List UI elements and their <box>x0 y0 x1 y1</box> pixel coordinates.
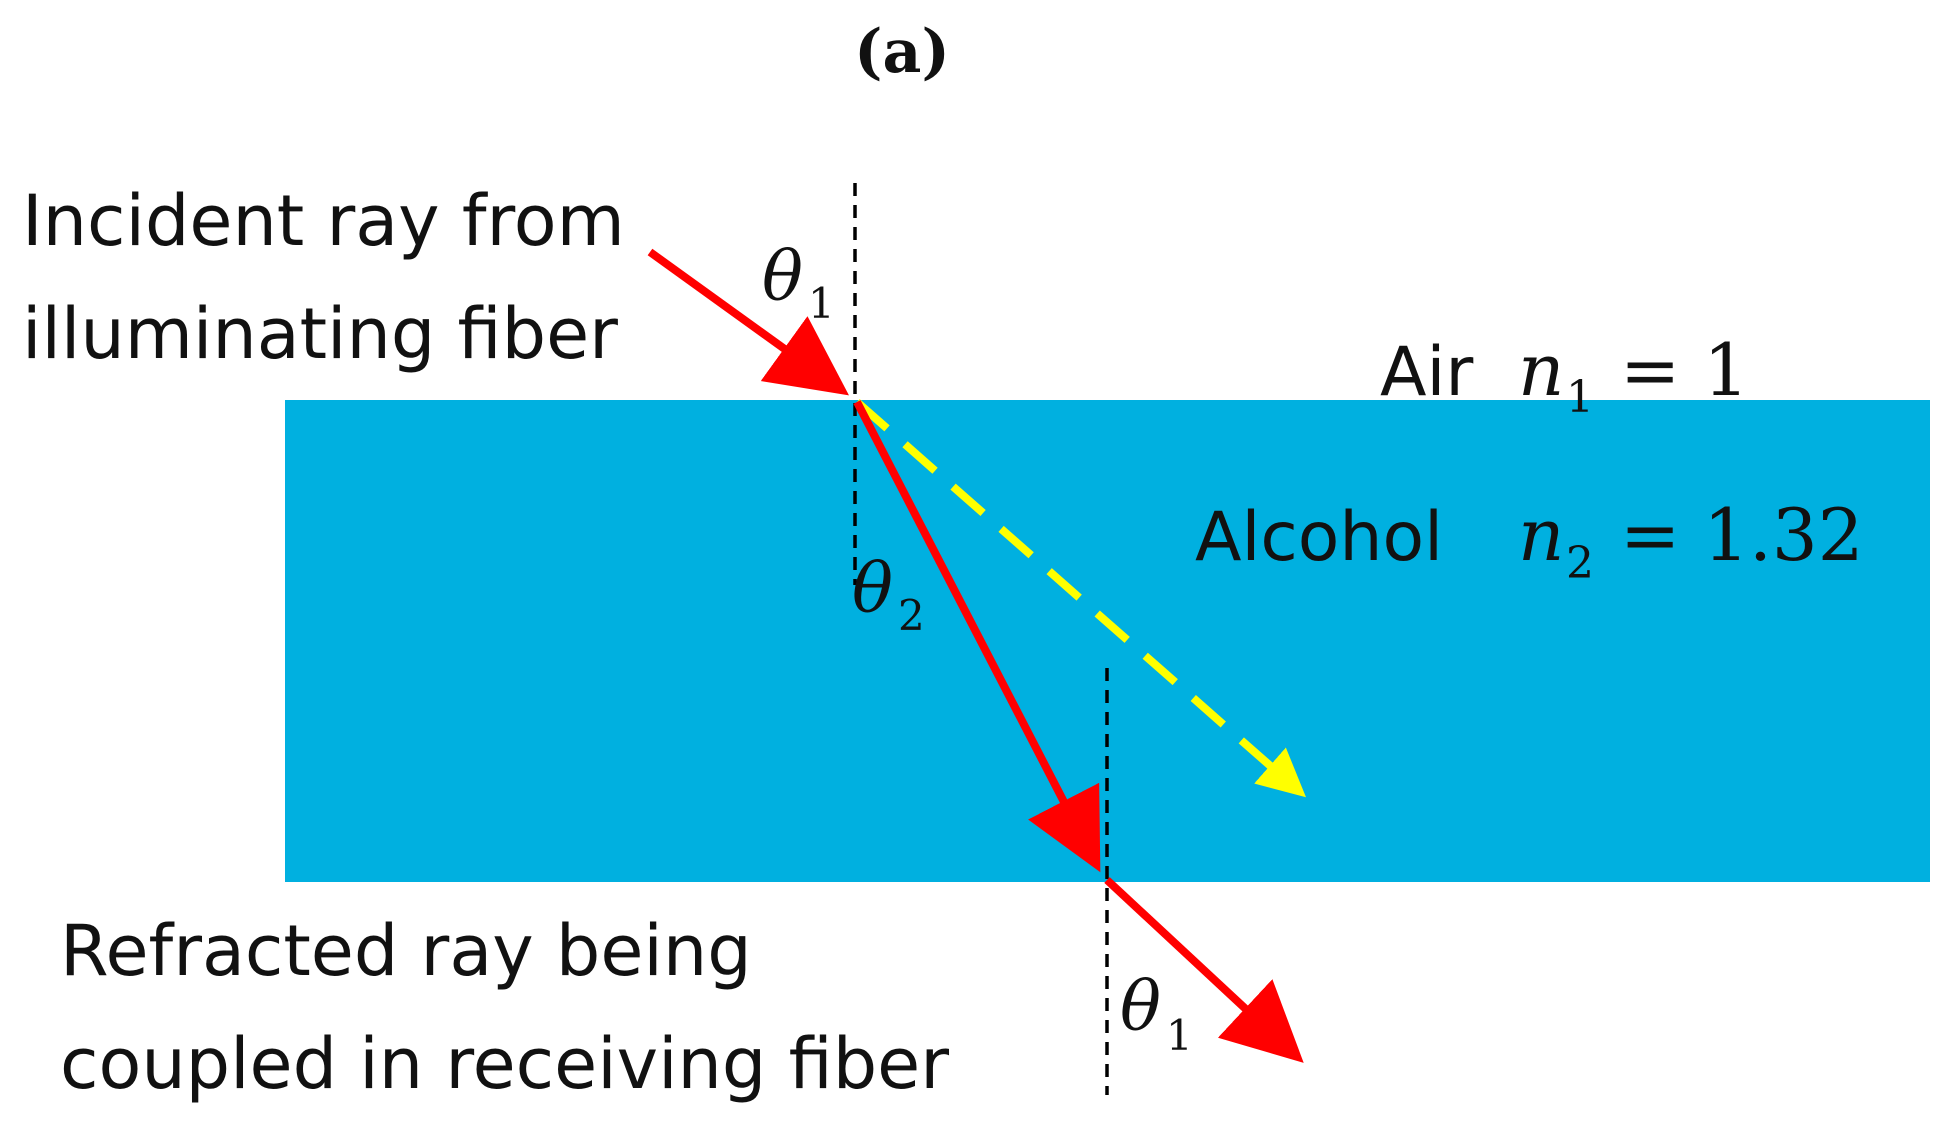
theta1-top-subscript: 1 <box>808 279 835 328</box>
refracted-label-line2: coupled in receiving fiber <box>60 1023 949 1105</box>
refracted-ray <box>853 400 1101 873</box>
theta2-subscript: 2 <box>898 591 925 640</box>
air-n-symbol: n <box>1518 328 1564 412</box>
incident-label-line1: Incident ray from <box>22 180 625 262</box>
alcohol-n-value: = 1.32 <box>1620 493 1864 577</box>
theta2-symbol: θ <box>852 550 893 629</box>
alcohol-n-symbol: n <box>1518 493 1564 577</box>
air-n-subscript: 1 <box>1566 372 1594 423</box>
alcohol-index-label: Alcohol n 2 = 1.32 <box>1195 493 1864 589</box>
incident-label-line2: illuminating fiber <box>22 293 618 375</box>
theta1-bottom-subscript: 1 <box>1166 1011 1193 1060</box>
incident-ray <box>647 248 849 396</box>
angle-theta1-exit: θ 1 <box>1120 968 1193 1060</box>
angle-theta2-refracted: θ 2 <box>852 550 925 640</box>
theta1-bottom-symbol: θ <box>1120 968 1161 1047</box>
exit-ray <box>1104 877 1304 1063</box>
alcohol-n-subscript: 2 <box>1566 538 1594 589</box>
refracted-label-line1: Refracted ray being <box>60 910 752 992</box>
undeviated-ray-dashed <box>854 398 1307 798</box>
air-n-value: = 1 <box>1620 328 1749 412</box>
air-text: Air <box>1380 333 1473 412</box>
alcohol-text: Alcohol <box>1195 498 1443 577</box>
panel-label: (a) <box>854 17 950 87</box>
air-index-label: Air n 1 = 1 <box>1380 328 1749 423</box>
theta1-top-symbol: θ <box>762 238 803 317</box>
angle-theta1-incident: θ 1 <box>762 238 835 328</box>
